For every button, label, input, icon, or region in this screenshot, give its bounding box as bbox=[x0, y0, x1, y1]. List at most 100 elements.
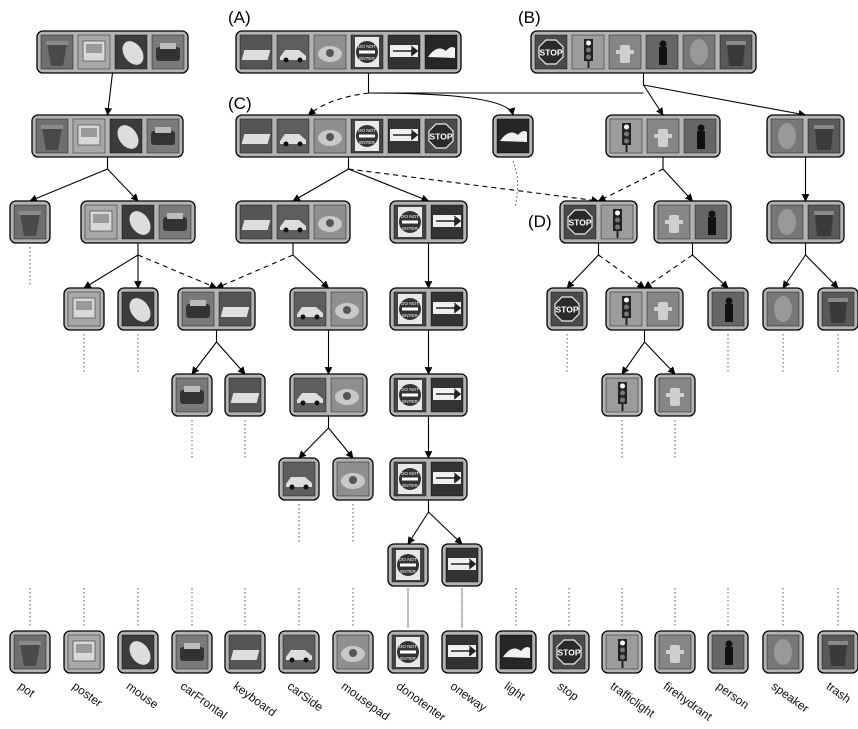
node-d4a bbox=[602, 374, 642, 416]
thumbnail-carSide bbox=[294, 292, 326, 326]
thumbnail-carFrontal bbox=[159, 205, 191, 239]
node-b4a bbox=[763, 288, 803, 330]
node-leaf-oneway: ONE WAY bbox=[442, 631, 482, 673]
thumbnail-oneway: ONE WAY bbox=[388, 35, 420, 69]
node-leaf-light bbox=[496, 631, 536, 673]
node-d3b bbox=[606, 288, 683, 330]
svg-text:ONE WAY: ONE WAY bbox=[392, 46, 413, 51]
thumbnail-light bbox=[500, 635, 532, 669]
node-m4b bbox=[225, 374, 265, 416]
thumbnail-keyboard bbox=[240, 119, 272, 153]
svg-text:DO NOT: DO NOT bbox=[401, 471, 419, 476]
edge-d3b-d4a bbox=[622, 342, 645, 374]
edge-d3b-d4b bbox=[645, 342, 676, 374]
svg-text:ONE WAY: ONE WAY bbox=[435, 216, 456, 221]
thumbnail-oneway: ONE WAY bbox=[388, 119, 420, 153]
thumbnail-oneway: ONE WAY bbox=[431, 378, 463, 412]
panel-label-b: (B) bbox=[518, 8, 541, 28]
edge-b3-b4a bbox=[783, 255, 806, 288]
node-B: STOP bbox=[531, 31, 756, 73]
node-A: DO NOTENTER ONE WAY bbox=[236, 31, 461, 73]
thumbnail-oneway: ONE WAY bbox=[446, 548, 478, 582]
thumbnail-keyboard bbox=[240, 35, 272, 69]
thumbnail-pot bbox=[36, 119, 68, 153]
thumbnail-trash bbox=[720, 35, 752, 69]
thumbnail-trafficlight bbox=[606, 635, 638, 669]
thumbnail-oneway: ONE WAY bbox=[446, 635, 478, 669]
thumbnail-carSide bbox=[294, 378, 326, 412]
thumbnail-person bbox=[712, 292, 744, 326]
thumbnail-mouse bbox=[122, 205, 155, 239]
edge-l1-l2a bbox=[30, 169, 108, 201]
svg-text:ONE WAY: ONE WAY bbox=[392, 130, 413, 135]
edge-D-d3a bbox=[567, 255, 599, 288]
thumbnail-stop: STOP bbox=[425, 119, 457, 153]
thumbnail-carSide bbox=[277, 35, 309, 69]
thumbnail-poster bbox=[85, 205, 117, 239]
edge-Cc-c2a bbox=[293, 169, 349, 201]
edge-m5c-m6a bbox=[408, 512, 429, 544]
thumbnail-firehydrant bbox=[647, 292, 679, 326]
edge-d2b-d3b bbox=[645, 255, 693, 288]
edge-A-C bbox=[309, 93, 369, 115]
thumbnail-keyboard bbox=[229, 378, 261, 412]
svg-text:ONE WAY: ONE WAY bbox=[450, 559, 471, 564]
thumbnail-carSide bbox=[277, 205, 309, 239]
thumbnail-carFrontal bbox=[176, 635, 208, 669]
node-m5a bbox=[279, 458, 319, 500]
thumbnail-oneway: ONE WAY bbox=[431, 205, 463, 239]
edge-l1-l2b bbox=[108, 169, 139, 201]
thumbnail-oneway: ONE WAY bbox=[431, 292, 463, 326]
node-leaf-carSide bbox=[279, 631, 319, 673]
thumbnail-trafficlight bbox=[610, 119, 642, 153]
svg-text:DO NOT: DO NOT bbox=[399, 557, 417, 562]
node-d4b bbox=[655, 374, 695, 416]
node-d2b bbox=[654, 201, 731, 243]
node-b2b bbox=[767, 115, 844, 157]
thumbnail-mouse bbox=[115, 35, 148, 69]
node-b4b bbox=[818, 288, 858, 330]
thumbnail-mousepad bbox=[331, 378, 363, 412]
node-m5b bbox=[333, 458, 373, 500]
panel-label-d: (D) bbox=[528, 212, 552, 232]
svg-text:ENTER: ENTER bbox=[402, 399, 418, 404]
thumbnail-firehydrant bbox=[609, 35, 641, 69]
thumbnail-donotenter: DO NOTENTER bbox=[394, 378, 426, 412]
edge-l2b-m3a bbox=[138, 255, 217, 288]
thumbnail-stop: STOP bbox=[551, 292, 583, 326]
edge-m4c-m5b bbox=[329, 428, 354, 458]
node-m6a: DO NOT ENTER bbox=[388, 544, 428, 586]
node-m4c bbox=[290, 374, 367, 416]
thumbnail-mouse bbox=[110, 119, 143, 153]
edge-Cc-D bbox=[349, 169, 599, 201]
svg-text:STOP: STOP bbox=[558, 648, 581, 658]
thumbnail-stop: STOP bbox=[564, 205, 596, 239]
thumbnail-firehydrant bbox=[647, 119, 679, 153]
thumbnail-firehydrant bbox=[659, 635, 691, 669]
svg-text:ENTER: ENTER bbox=[400, 569, 416, 574]
node-Lt bbox=[493, 115, 533, 157]
edge-A-merge bbox=[369, 73, 644, 93]
thumbnail-donotenter: DO NOTENTER bbox=[351, 35, 383, 69]
edge-D-d3b bbox=[599, 255, 645, 288]
thumbnail-trafficlight bbox=[572, 35, 604, 69]
node-leaf-person bbox=[708, 631, 748, 673]
node-l3a bbox=[64, 288, 104, 330]
edge-B-b2b bbox=[644, 85, 806, 115]
node-leaf-stop: STOP bbox=[549, 631, 589, 673]
thumbnail-carFrontal bbox=[182, 292, 214, 326]
thumbnail-keyboard bbox=[219, 292, 251, 326]
node-m6b: ONE WAY bbox=[442, 544, 482, 586]
svg-text:STOP: STOP bbox=[556, 305, 579, 315]
thumbnail-trash bbox=[822, 635, 854, 669]
stub-dots-light bbox=[513, 161, 518, 207]
node-m5c: DO NOTENTERONE WAY bbox=[390, 458, 467, 500]
node-D: STOP bbox=[560, 201, 637, 243]
edge-l2b-l3a bbox=[84, 255, 138, 288]
thumbnail-mousepad bbox=[337, 462, 369, 496]
panel-label-c: (C) bbox=[228, 94, 252, 114]
thumbnail-trafficlight bbox=[610, 292, 642, 326]
node-l2b bbox=[81, 201, 195, 243]
